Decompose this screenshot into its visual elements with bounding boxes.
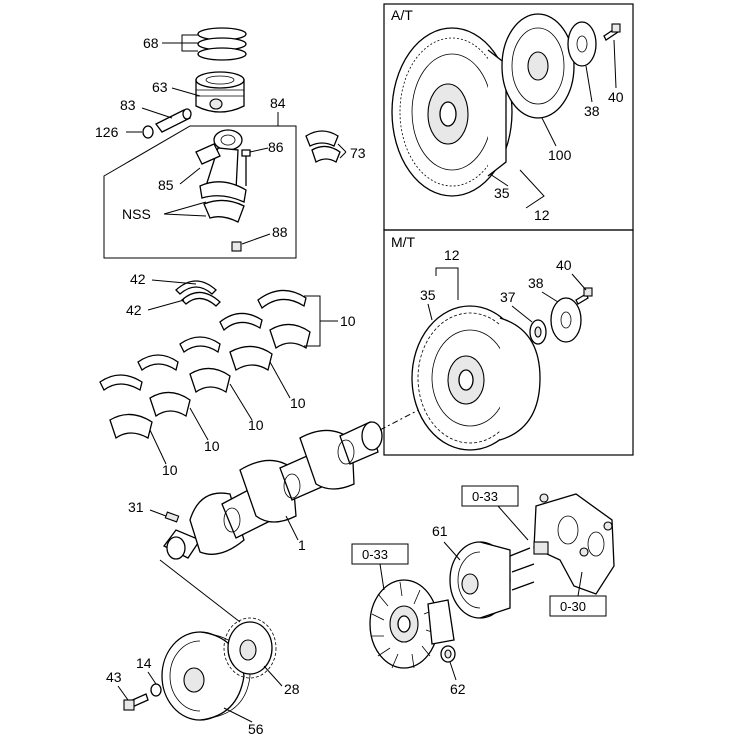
- label-61: 61: [432, 523, 448, 539]
- ref-0-33-lower: 0-33: [362, 547, 388, 562]
- label-at-12: 12: [534, 207, 550, 223]
- label-mt-38: 38: [528, 275, 544, 291]
- thrust-bearing-lower: [181, 291, 221, 307]
- label-42-upper: 42: [130, 271, 146, 287]
- label-10-b: 10: [290, 395, 306, 411]
- conrod-nut: [231, 241, 242, 252]
- ref-0-33-upper: 0-33: [472, 489, 498, 504]
- piston: [195, 71, 245, 113]
- timing-gear: [223, 617, 277, 679]
- snap-ring: [142, 125, 154, 139]
- at-drive-plate: [501, 13, 575, 119]
- label-mt-37: 37: [500, 289, 516, 305]
- conrod-assembly-bracket: [103, 125, 297, 259]
- label-43: 43: [106, 669, 122, 685]
- label-56: 56: [248, 721, 264, 737]
- pump-studs: [509, 541, 549, 591]
- crank-pulley: [161, 631, 251, 721]
- label-86: 86: [268, 139, 284, 155]
- label-85: 85: [158, 177, 174, 193]
- label-126: 126: [95, 124, 119, 140]
- crank-pulley-leader: [159, 559, 241, 623]
- label-62: 62: [450, 681, 466, 697]
- pulley-washer: [150, 683, 162, 697]
- label-83: 83: [120, 97, 136, 113]
- piston-rings: [197, 27, 247, 61]
- fan-nut: [440, 645, 456, 663]
- label-nss: NSS: [122, 206, 151, 222]
- label-1: 1: [298, 537, 306, 553]
- label-10-a: 10: [340, 313, 356, 329]
- label-42-lower: 42: [126, 302, 142, 318]
- label-at-40: 40: [608, 89, 624, 105]
- conrod-bolt: [241, 149, 251, 186]
- ref-0-30: 0-30: [560, 599, 586, 614]
- piston-pin: [155, 108, 192, 133]
- fan-clutch: [427, 599, 455, 645]
- label-31: 31: [128, 499, 144, 515]
- pump-pulley: [449, 541, 511, 619]
- at-plate-washer: [567, 21, 597, 67]
- label-73: 73: [350, 145, 366, 161]
- label-at-100: 100: [548, 147, 572, 163]
- label-10-d: 10: [204, 438, 220, 454]
- label-at-38: 38: [584, 103, 600, 119]
- cooling-fan: [369, 579, 439, 669]
- label-63: 63: [152, 79, 168, 95]
- conrod-bushing: [195, 143, 221, 165]
- label-mt-12: 12: [444, 247, 460, 263]
- mt-flywheel: [411, 305, 541, 451]
- at-flywheel: [391, 27, 513, 197]
- main-bearings: [99, 289, 311, 440]
- label-88: 88: [272, 224, 288, 240]
- mt-panel-frame: [383, 229, 634, 456]
- at-panel-title: A/T: [391, 7, 413, 23]
- connecting-rod: [199, 129, 247, 223]
- label-68: 68: [143, 35, 159, 51]
- mt-pilot-bearing: [529, 319, 547, 345]
- conrod-bearing: [305, 130, 341, 163]
- label-14: 14: [136, 655, 152, 671]
- label-mt-35: 35: [420, 287, 436, 303]
- mt-bolt: [575, 287, 593, 305]
- label-10-c: 10: [248, 417, 264, 433]
- pulley-bolt: [123, 693, 149, 711]
- crank-key: [164, 511, 180, 523]
- label-28: 28: [284, 681, 300, 697]
- ref-box-0-33-upper: [461, 485, 519, 507]
- mt-plate-washer: [550, 297, 582, 343]
- label-10-e: 10: [162, 462, 178, 478]
- label-at-35: 35: [494, 185, 510, 201]
- mt-panel-title: M/T: [391, 234, 416, 250]
- thrust-bearing-upper: [175, 280, 217, 295]
- label-84: 84: [270, 95, 286, 111]
- at-bolt: [603, 23, 621, 41]
- crankshaft: [163, 421, 383, 560]
- label-mt-40: 40: [556, 257, 572, 273]
